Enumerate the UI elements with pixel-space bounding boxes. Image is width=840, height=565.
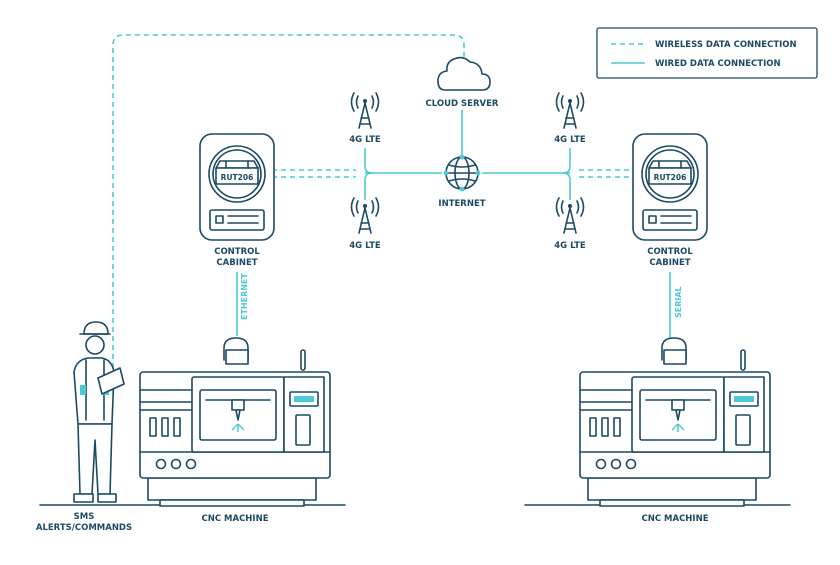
- router-icon: [215, 160, 259, 185]
- worker-figure: SMS ALERTS/COMMANDS: [36, 321, 132, 533]
- antenna-tower-icon: [555, 197, 585, 234]
- lte-bottom-left-label: 4G LTE: [349, 241, 381, 251]
- cnc-machine-left: CNC MACHINE: [139, 337, 331, 524]
- worker-label-1: SMS: [74, 512, 95, 522]
- control-cabinet-left: RUT206 CONTROL CABINET: [199, 133, 275, 268]
- worker-legs: [77, 423, 113, 495]
- cloud-icon: [437, 56, 491, 91]
- lte-bottom-left-link: [364, 172, 373, 200]
- ethernet-label: ETHERNET: [240, 273, 249, 320]
- router-model-label: RUT206: [654, 173, 687, 182]
- worker-head: [85, 335, 105, 355]
- worker-label-2: ALERTS/COMMANDS: [36, 523, 132, 533]
- lte-tower-top-left: 4G LTE: [349, 92, 381, 145]
- router-icon: [648, 160, 692, 185]
- cabinet-panel: [642, 209, 698, 231]
- legend-wireless-label: WIRELESS DATA CONNECTION: [655, 40, 797, 50]
- antenna-tower-icon: [350, 197, 380, 234]
- legend: WIRELESS DATA CONNECTION WIRED DATA CONN…: [596, 27, 818, 79]
- internet-node: INTERNET: [438, 154, 486, 209]
- lte-tower-top-right: 4G LTE: [554, 92, 586, 145]
- cloud-server-label: CLOUD SERVER: [426, 99, 499, 109]
- serial-label: SERIAL: [674, 286, 683, 318]
- legend-wired-label: WIRED DATA CONNECTION: [655, 59, 781, 69]
- cabinet-right-label-2: CABINET: [649, 258, 690, 268]
- cnc-left-label: CNC MACHINE: [201, 514, 268, 524]
- cabinet-left-label-2: CABINET: [216, 258, 257, 268]
- cnc-machine-right: CNC MACHINE: [579, 337, 771, 524]
- cabinet-right-label-1: CONTROL: [647, 247, 693, 257]
- lte-tower-bottom-right: 4G LTE: [554, 197, 586, 251]
- cloud-server: CLOUD SERVER: [426, 56, 499, 109]
- cabinet-left-label-1: CONTROL: [214, 247, 260, 257]
- worker-cloud-connection: [112, 34, 465, 368]
- legend-box: [596, 27, 818, 79]
- lte-top-right-link: [562, 148, 571, 174]
- hard-hat-icon: [83, 321, 109, 335]
- cabinet-panel: [209, 209, 265, 231]
- connections: ETHERNET SERIAL: [112, 34, 683, 368]
- lte-tower-bottom-left: 4G LTE: [349, 197, 381, 251]
- antenna-tower-icon: [555, 92, 585, 129]
- lte-bottom-right-link: [562, 172, 571, 200]
- lte-top-right-label: 4G LTE: [554, 135, 586, 145]
- antenna-tower-icon: [350, 92, 380, 129]
- control-cabinet-right: RUT206 CONTROL CABINET: [632, 133, 708, 268]
- lte-bottom-right-label: 4G LTE: [554, 241, 586, 251]
- tablet-icon: [97, 367, 125, 395]
- lte-top-left-label: 4G LTE: [349, 135, 381, 145]
- lte-top-left-link: [364, 148, 373, 174]
- router-model-label: RUT206: [221, 173, 254, 182]
- cnc-right-label: CNC MACHINE: [641, 514, 708, 524]
- internet-label: INTERNET: [438, 199, 485, 209]
